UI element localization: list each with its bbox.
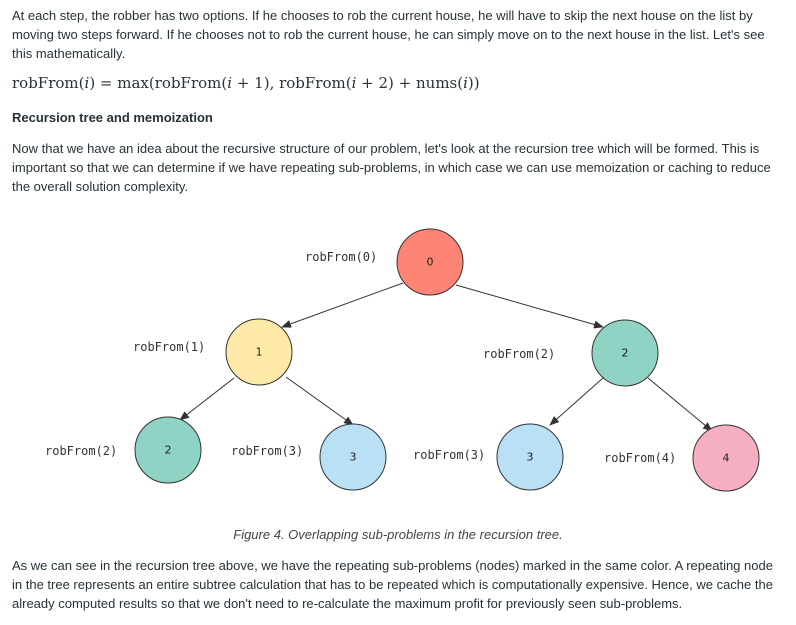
formula-var: i: [84, 74, 90, 92]
formula-part: + 2) + nums(: [356, 74, 464, 92]
tree-node-label: robFrom(2): [483, 347, 555, 361]
tree-node-value: 1: [256, 346, 263, 359]
tree-node-circle: [319, 423, 387, 491]
tree-node-6: 4 robFrom(4): [604, 424, 760, 492]
tree-node-circle: [396, 228, 464, 296]
tree-node-value: 3: [350, 451, 357, 464]
tree-node-label: robFrom(1): [133, 340, 205, 354]
tree-edge: [455, 284, 604, 329]
tree-node-circle: [225, 318, 293, 386]
tree-node-circle: [134, 416, 202, 484]
tree-node-value: 0: [427, 256, 434, 269]
tree-edge: [647, 377, 713, 432]
recurrence-formula: robFrom(i) = max(robFrom(i + 1), robFrom…: [12, 74, 480, 93]
tree-node-value: 4: [723, 452, 730, 465]
formula-var: i: [463, 74, 468, 92]
tree-node-label: robFrom(4): [604, 451, 676, 465]
tree-node-0: 0 robFrom(0): [305, 228, 464, 296]
formula-part: )): [467, 74, 480, 92]
tree-edge: [281, 282, 404, 328]
tree-edge: [549, 377, 604, 426]
tree-node-label: robFrom(2): [45, 444, 117, 458]
section-heading: Recursion tree and memoization: [12, 110, 213, 125]
formula-var: i: [227, 74, 233, 92]
conclusion-paragraph: As we can see in the recursion tree abov…: [12, 558, 773, 611]
formula-part: robFrom(: [12, 74, 85, 92]
formula-part: ) = max(robFrom(: [89, 74, 228, 92]
tree-node-value: 2: [622, 347, 629, 360]
tree-intro-paragraph: Now that we have an idea about the recur…: [12, 141, 771, 194]
tree-node-2: 2 robFrom(2): [483, 319, 659, 387]
tree-node-label: robFrom(3): [413, 448, 485, 462]
figure-caption: Figure 4. Overlapping sub-problems in th…: [233, 527, 563, 542]
tree-node-label: robFrom(0): [305, 250, 377, 264]
formula-var: i: [351, 74, 357, 92]
tree-node-value: 2: [165, 444, 172, 457]
tree-node-circle: [496, 423, 564, 491]
tree-node-4: 3 robFrom(3): [231, 423, 387, 491]
recursion-tree-diagram: 0 robFrom(0) 1 robFrom(1) 2 robFrom(2) 2…: [45, 228, 760, 492]
tree-node-1: 1 robFrom(1): [133, 318, 293, 386]
tree-node-circle: [692, 424, 760, 492]
tree-node-3: 2 robFrom(2): [45, 416, 202, 484]
tree-node-circle: [591, 319, 659, 387]
tree-node-value: 3: [527, 451, 534, 464]
tree-node-5: 3 robFrom(3): [413, 423, 564, 491]
intro-paragraph: At each step, the robber has two options…: [12, 8, 765, 61]
formula-part: + 1), robFrom(: [232, 74, 352, 92]
tree-edge: [179, 377, 235, 421]
tree-edge: [285, 376, 354, 426]
tree-node-label: robFrom(3): [231, 444, 303, 458]
